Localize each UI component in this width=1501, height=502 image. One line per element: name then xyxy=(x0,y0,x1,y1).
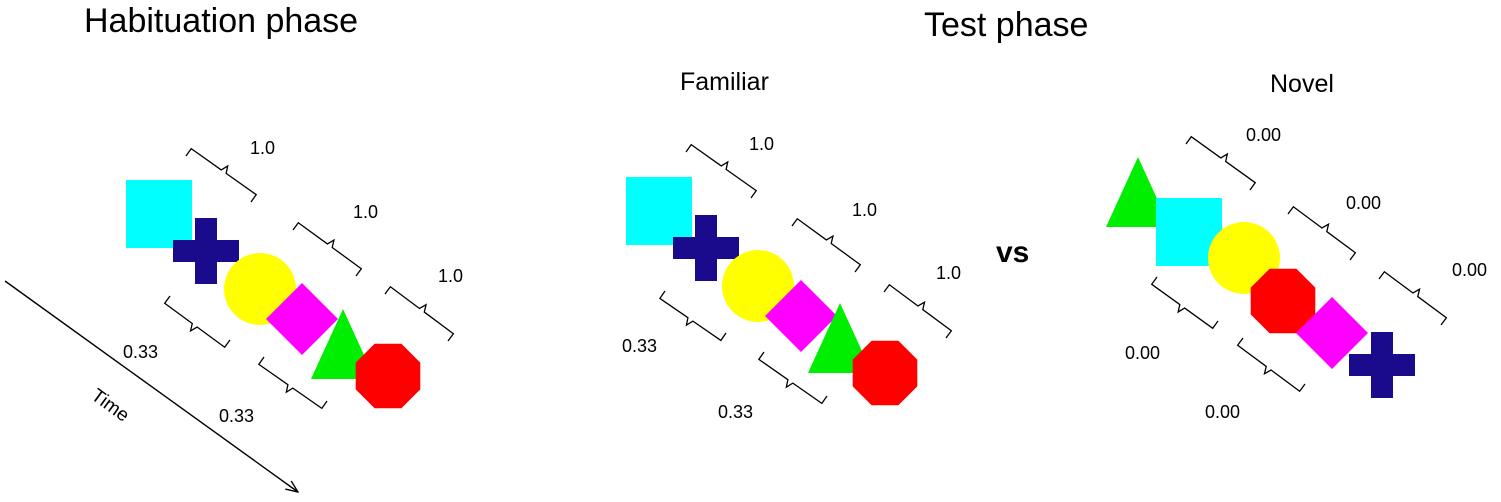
transition-prob-label: 0.33 xyxy=(622,336,657,356)
diamond-shape xyxy=(765,280,837,352)
transition-prob-label: 1.0 xyxy=(936,263,961,283)
top-brace xyxy=(384,285,455,342)
habituation-title: Habituation phase xyxy=(84,2,359,40)
transition-prob-label: 0.00 xyxy=(1246,125,1281,145)
top-brace xyxy=(685,143,758,199)
transition-prob-label: 0.33 xyxy=(718,402,753,422)
transition-prob-label: 0.00 xyxy=(1346,193,1381,213)
time-arrow xyxy=(4,280,298,492)
transition-prob-label: 1.0 xyxy=(353,202,378,222)
bottom-brace xyxy=(658,290,727,342)
vs-label: vs xyxy=(996,236,1030,269)
cross-shape xyxy=(673,215,739,281)
top-brace xyxy=(292,221,363,277)
triangle-shape xyxy=(808,303,872,373)
square-shape xyxy=(126,180,192,248)
diamond-shape xyxy=(266,283,338,355)
diamond-shape xyxy=(1296,297,1368,369)
transition-prob-label: 1.0 xyxy=(250,138,275,158)
top-brace xyxy=(185,147,258,203)
transition-prob-label: 0.00 xyxy=(1205,402,1240,422)
familiar-panel: 1.0 1.0 1.0 0.33 0.33 xyxy=(622,134,961,422)
habituation-panel: 1.0 1.0 1.0 0.33 0.33 xyxy=(123,138,463,426)
top-brace xyxy=(1378,270,1448,326)
novel-panel: 0.00 0.00 0.00 0.00 0.00 xyxy=(1106,125,1487,422)
transition-prob-label: 0.00 xyxy=(1452,260,1487,280)
triangle-shape xyxy=(1106,157,1170,227)
square-shape xyxy=(626,177,692,245)
octagon-shape xyxy=(1250,268,1316,334)
transition-prob-label: 1.0 xyxy=(749,134,774,154)
top-brace xyxy=(1185,135,1257,191)
top-brace xyxy=(791,217,862,273)
transition-prob-label: 1.0 xyxy=(438,266,463,286)
bottom-brace xyxy=(257,356,328,410)
bottom-brace xyxy=(1150,276,1219,330)
cross-shape xyxy=(1349,332,1415,398)
time-label: Time xyxy=(87,385,133,426)
octagon-shape xyxy=(355,343,421,409)
bottom-brace xyxy=(163,295,231,349)
transition-prob-label: 1.0 xyxy=(852,200,877,220)
transition-prob-label: 0.33 xyxy=(123,342,158,362)
circle-shape xyxy=(1208,222,1280,294)
circle-shape xyxy=(722,250,794,322)
transition-prob-label: 0.00 xyxy=(1125,343,1160,363)
bottom-brace xyxy=(757,351,828,405)
octagon-shape xyxy=(852,340,918,406)
transition-prob-label: 0.33 xyxy=(219,406,254,426)
familiar-title: Familiar xyxy=(680,68,769,96)
bottom-brace xyxy=(1236,337,1306,393)
test-phase-title: Test phase xyxy=(924,6,1089,44)
cross-shape xyxy=(173,218,239,284)
top-brace xyxy=(883,283,953,339)
novel-title: Novel xyxy=(1270,70,1334,98)
top-brace xyxy=(1287,205,1357,261)
